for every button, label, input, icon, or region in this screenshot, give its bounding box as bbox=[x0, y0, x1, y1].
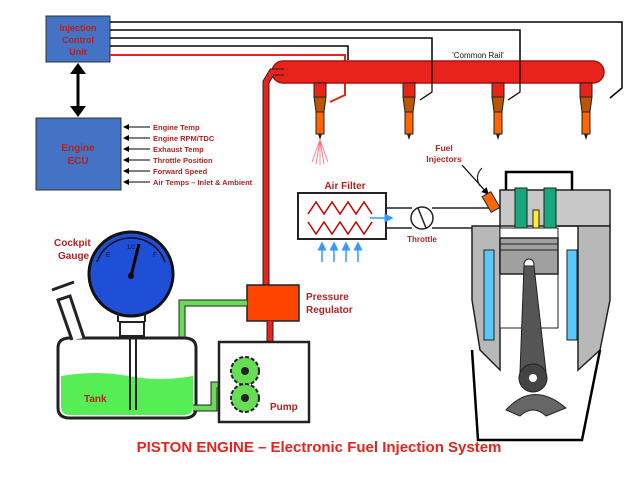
sensor-engine-rpm: Engine RPM/TDC bbox=[153, 134, 215, 143]
cockpit-gauge bbox=[87, 230, 175, 322]
rail-fuel-line bbox=[262, 68, 284, 290]
fuel-injectors-label-2: Injectors bbox=[426, 154, 462, 164]
injection-control-unit-label-1: Injection bbox=[59, 23, 96, 33]
sensor-exhaust-temp: Exhaust Temp bbox=[153, 145, 204, 154]
port-injector bbox=[476, 167, 501, 213]
rail-injector-4 bbox=[579, 82, 593, 140]
air-filter-label: Air Filter bbox=[324, 181, 365, 192]
pressure-regulator-label-2: Regulator bbox=[306, 305, 353, 316]
air-filter-box bbox=[297, 192, 387, 240]
engine-ecu-box bbox=[35, 117, 122, 191]
return-fuel-line bbox=[178, 299, 247, 340]
injection-control-unit-label-3: Unit bbox=[69, 47, 87, 57]
sensor-throttle-position: Throttle Position bbox=[153, 156, 213, 165]
fuel-tank bbox=[51, 280, 198, 420]
air-filter-element-top bbox=[307, 200, 373, 216]
gauge-e-label: E bbox=[106, 253, 110, 259]
injector-wire-stubs bbox=[419, 60, 521, 101]
sensor-input-arrows bbox=[123, 124, 150, 185]
engine-ecu-label-1: Engine bbox=[61, 143, 95, 154]
cockpit-gauge-label-1: Cockpit bbox=[54, 238, 91, 249]
air-intake-arrows bbox=[317, 241, 363, 262]
injection-control-unit-label-2: Control bbox=[62, 35, 94, 45]
gauge-sender bbox=[119, 321, 145, 410]
engine-cylinder bbox=[470, 170, 611, 442]
intake-duct bbox=[386, 207, 500, 229]
pump-label: Pump bbox=[270, 402, 298, 413]
injector-control-wires bbox=[110, 21, 623, 103]
pressure-regulator-label-1: Pressure bbox=[306, 292, 349, 303]
rail-injector-1 bbox=[313, 82, 327, 140]
diagram-title: PISTON ENGINE – Electronic Fuel Injectio… bbox=[137, 439, 502, 456]
ecu-link-arrow bbox=[70, 63, 86, 117]
sensor-engine-temp: Engine Temp bbox=[153, 123, 200, 132]
gauge-f-label: F bbox=[153, 253, 157, 259]
rail-injector-2 bbox=[402, 82, 416, 140]
fuel-injectors-label-1: Fuel bbox=[435, 143, 452, 153]
pump-gear-1 bbox=[230, 356, 260, 386]
common-rail bbox=[271, 60, 605, 84]
cockpit-gauge-label-2: Gauge bbox=[58, 251, 90, 262]
gauge-needle bbox=[129, 243, 141, 277]
fuel-injectors-pointer bbox=[461, 164, 489, 195]
fuel-spray bbox=[311, 139, 329, 165]
rail-injector-3 bbox=[491, 82, 505, 140]
sensor-air-temps: Air Temps – Inlet & Ambient bbox=[153, 178, 253, 187]
common-rail-label: 'Common Rail' bbox=[452, 51, 504, 60]
throttle-body bbox=[410, 206, 434, 230]
tank-label: Tank bbox=[84, 394, 107, 405]
pump-housing bbox=[217, 340, 311, 424]
gauge-half-label: 1/2 bbox=[127, 245, 136, 251]
engine-ecu-label-2: ECU bbox=[67, 156, 88, 167]
sensor-forward-speed: Forward Speed bbox=[153, 167, 208, 176]
injection-control-unit-box bbox=[45, 15, 111, 63]
air-filter-element-bottom bbox=[307, 220, 373, 236]
pump-gear-2 bbox=[230, 383, 260, 413]
pressure-regulator bbox=[246, 284, 300, 322]
throttle-label: Throttle bbox=[407, 235, 437, 244]
